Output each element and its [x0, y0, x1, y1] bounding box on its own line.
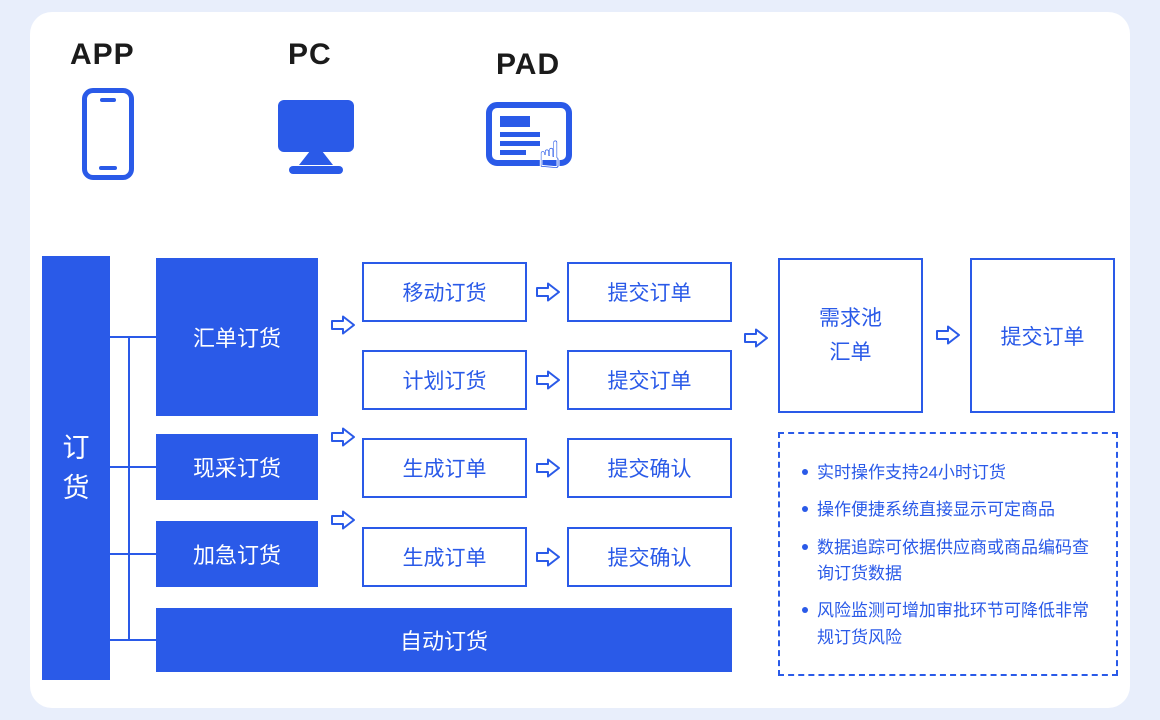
branch-automatic-ordering: 自动订货 — [156, 608, 732, 672]
note-text: 风险监测可增加审批环节可降低非常规订货风险 — [817, 601, 1089, 647]
bullet-dot-icon — [802, 607, 808, 614]
step-generate-order-1: 生成订单 — [362, 438, 527, 498]
note-text: 操作便捷系统直接显示可定商品 — [817, 500, 1055, 520]
arrow-pool-to-final-icon — [936, 325, 960, 345]
bracket-stub-spot — [110, 466, 156, 468]
arrow-row3-icon — [536, 458, 560, 478]
app-label: APP — [70, 38, 135, 71]
root-node-ordering: 订货 — [42, 256, 110, 680]
arrow-to-pool-icon — [744, 328, 768, 348]
arrow-urgent-to-step-icon — [331, 510, 355, 530]
content-card: APP PC PAD ☝ 订货 汇单订货 现采订货 加急订货 自动订货 移动订货… — [30, 12, 1130, 708]
svg-text:☝: ☝ — [538, 135, 561, 177]
demand-pool-line2: 汇单 — [829, 340, 872, 364]
bullet-dot-icon — [802, 469, 808, 475]
arrow-summary-to-steps-icon — [331, 315, 355, 335]
smartphone-icon — [82, 88, 134, 180]
bracket-stub-summary — [110, 336, 156, 338]
pc-label: PC — [288, 38, 332, 71]
pad-label: PAD — [496, 48, 561, 81]
step-submit-confirm-1: 提交确认 — [567, 438, 732, 498]
note-text: 实时操作支持24小时订货 — [817, 463, 1006, 482]
step-mobile-ordering: 移动订货 — [362, 262, 527, 322]
feature-notes-panel: 实时操作支持24小时订货 操作便捷系统直接显示可定商品 数据追踪可依据供应商或商… — [778, 432, 1118, 676]
demand-pool-line1: 需求池 — [819, 306, 882, 330]
note-item-risk: 风险监测可增加审批环节可降低非常规订货风险 — [802, 598, 1096, 651]
tablet-touch-icon: ☝ — [486, 102, 586, 187]
root-node-label: 订货 — [62, 432, 90, 504]
bullet-dot-icon — [802, 543, 808, 550]
branch-summary-ordering: 汇单订货 — [156, 258, 318, 416]
note-item-tracking: 数据追踪可依据供应商或商品编码查询订货数据 — [802, 535, 1096, 588]
branch-spot-ordering: 现采订货 — [156, 434, 318, 500]
bullet-dot-icon — [802, 506, 808, 513]
bracket-vertical-line — [128, 336, 130, 641]
step-submit-order-2: 提交订单 — [567, 350, 732, 410]
demand-pool-node: 需求池 汇单 — [778, 258, 923, 413]
bracket-stub-urgent — [110, 553, 156, 555]
note-text: 数据追踪可依据供应商或商品编码查询订货数据 — [817, 537, 1089, 584]
step-submit-confirm-2: 提交确认 — [567, 527, 732, 587]
step-submit-order-1: 提交订单 — [567, 262, 732, 322]
arrow-spot-to-step-icon — [331, 427, 355, 447]
monitor-icon — [278, 100, 354, 174]
step-planned-ordering: 计划订货 — [362, 350, 527, 410]
arrow-row1-icon — [536, 282, 560, 302]
note-item-convenience: 操作便捷系统直接显示可定商品 — [802, 497, 1096, 523]
arrow-row2-icon — [536, 370, 560, 390]
note-item-realtime: 实时操作支持24小时订货 — [802, 460, 1096, 486]
arrow-row4-icon — [536, 547, 560, 567]
bracket-stub-automatic — [110, 639, 156, 641]
final-submit-order-node: 提交订单 — [970, 258, 1115, 413]
step-generate-order-2: 生成订单 — [362, 527, 527, 587]
branch-urgent-ordering: 加急订货 — [156, 521, 318, 587]
